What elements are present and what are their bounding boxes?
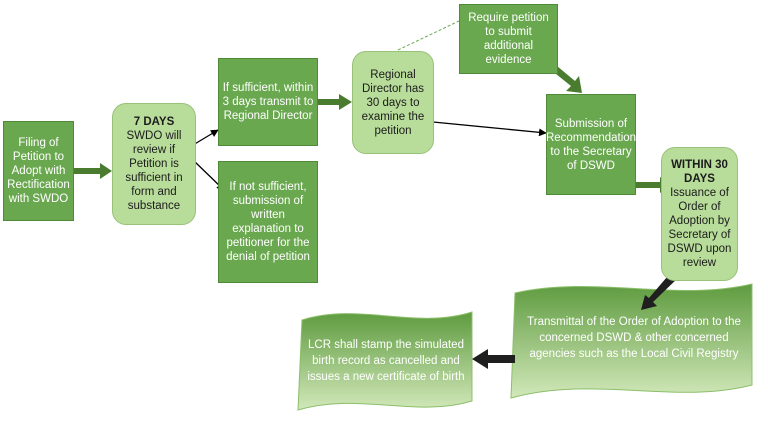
swdo-review-text: SWDO will review if Petition is sufficie… xyxy=(125,130,183,212)
within-days-label: WITHIN 30 DAYS xyxy=(671,159,728,185)
arrow-transmittal-to-lcr xyxy=(472,349,515,369)
swdo-review-box: 7 DAYS SWDO will review if Petition is s… xyxy=(112,103,196,225)
require-evidence-box: Require petition to submit additional ev… xyxy=(459,4,558,74)
transmittal-banner-shape xyxy=(510,283,753,399)
transmittal-text: Transmittal of the Order of Adoption to … xyxy=(527,316,741,360)
within-days-text: Issuance of Order of Adoption by Secreta… xyxy=(667,187,732,269)
regional-director-text: Regional Director has 30 days to examine… xyxy=(361,68,425,137)
dashed-connector-regional-to-require xyxy=(397,20,460,51)
sufficient-text: If sufficient, within 3 days transmit to… xyxy=(222,82,314,122)
arrow-sufficient-to-regional xyxy=(318,94,352,110)
regional-director-box: Regional Director has 30 days to examine… xyxy=(352,51,434,154)
not-sufficient-text: If not sufficient, submission of written… xyxy=(226,181,310,263)
sufficient-box: If sufficient, within 3 days transmit to… xyxy=(218,58,318,146)
require-evidence-text: Require petition to submit additional ev… xyxy=(468,12,549,66)
filing-box: Filing of Petition to Adopt with Rectifi… xyxy=(3,121,74,221)
connector-swdo-to-sufficient xyxy=(192,129,219,146)
arrow-filing-to-swdo xyxy=(74,163,112,179)
submission-box: Submission of Recommendation to the Secr… xyxy=(546,94,636,195)
connector-regional-to-submission xyxy=(432,121,547,137)
swdo-days-label: 7 DAYS xyxy=(133,116,175,128)
within-30-days-box: WITHIN 30 DAYS Issuance of Order of Adop… xyxy=(661,147,738,281)
submission-text: Submission of Recommendation to the Secr… xyxy=(545,117,637,172)
filing-text: Filing of Petition to Adopt with Rectifi… xyxy=(7,137,70,205)
lcr-text: LCR shall stamp the simulated birth reco… xyxy=(307,339,465,383)
not-sufficient-box: If not sufficient, submission of written… xyxy=(218,161,318,283)
lcr-banner-shape xyxy=(297,311,473,411)
